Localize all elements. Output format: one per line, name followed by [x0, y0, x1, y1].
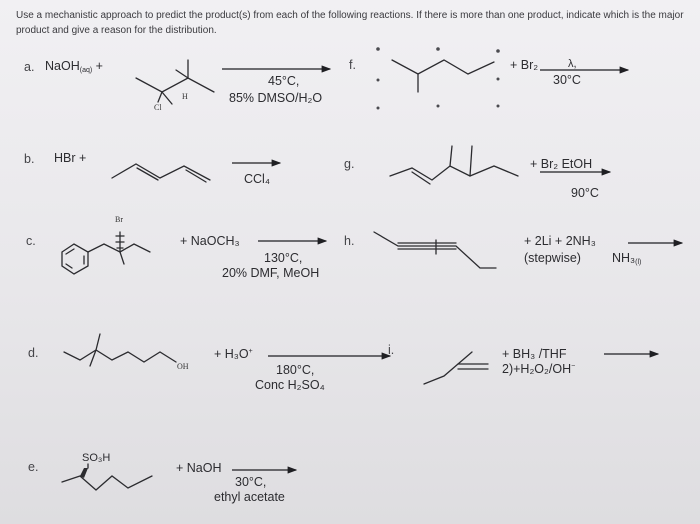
reaction-i-reagent: + BH₃ /THF: [502, 347, 567, 361]
reaction-c-atom-br: Br: [115, 215, 123, 224]
reaction-d-condition-temp: 180°C,: [276, 363, 315, 377]
reaction-a-reagent: NaOH(aq) +: [45, 59, 103, 74]
reaction-e-label: e.: [28, 460, 39, 474]
reaction-e-condition-temp: 30°C,: [235, 475, 267, 489]
reaction-d-structure: [63, 333, 177, 367]
reaction-h-structure: [373, 231, 497, 269]
reaction-e-structure: [61, 463, 153, 491]
reaction-e-atom-so3h: SO₃H: [82, 452, 111, 464]
reaction-f-above-arrow: λ,: [568, 58, 577, 70]
reaction-b-reagent: HBr +: [54, 151, 87, 165]
reaction-f-label: f.: [349, 58, 356, 72]
reaction-c-label: c.: [26, 234, 36, 248]
reaction-g-condition-temp: 90°C: [571, 186, 599, 200]
reaction-a-condition-temp: 45°C,: [268, 74, 300, 88]
reaction-g-reagent: + Br₂ EtOH: [530, 157, 593, 171]
reaction-i-label: i.: [388, 343, 395, 357]
reaction-e-condition-solvent: ethyl acetate: [214, 490, 285, 504]
reaction-h-reagent: + 2Li + 2NH₃: [524, 234, 596, 248]
reaction-b-label: b.: [24, 152, 35, 166]
divider-dots: [376, 47, 500, 110]
reaction-a-structure: [135, 59, 215, 105]
reaction-h-condition-ammonia: NH₃(l): [612, 251, 642, 266]
reaction-d-condition-acid: Conc H₂SO₄: [255, 378, 325, 392]
reaction-a-atom-h: H: [182, 92, 188, 101]
reaction-f-structure: [391, 59, 495, 93]
reaction-a-label: a.: [24, 60, 35, 74]
reaction-b-structure: [111, 163, 211, 183]
reaction-f-condition-temp: 30°C: [553, 73, 581, 87]
reaction-c-condition-temp: 130°C,: [264, 251, 303, 265]
reaction-d-reagent: + H₃O+: [214, 347, 253, 361]
reaction-b-condition-solvent: CCl₄: [244, 172, 270, 186]
reaction-g-structure: [389, 145, 519, 185]
reaction-f-reagent: + Br₂: [510, 58, 539, 72]
reaction-d-atom-oh: OH: [177, 362, 189, 371]
reaction-c-condition-solvent: 20% DMF, MeOH: [222, 266, 320, 280]
reaction-c-structure: [61, 231, 151, 275]
reaction-g-label: g.: [344, 157, 355, 171]
reaction-d-label: d.: [28, 346, 39, 360]
reaction-h-label: h.: [344, 234, 355, 248]
reaction-e-reagent: + NaOH: [176, 461, 222, 475]
instructions-text: Use a mechanistic approach to predict th…: [16, 10, 684, 36]
reaction-a-condition-solvent: 85% DMSO/H₂O: [229, 91, 323, 105]
reaction-c-reagent: + NaOCH₃: [180, 234, 240, 248]
reaction-a-atom-cl: Cl: [154, 103, 162, 112]
reaction-i-structure: [423, 351, 489, 385]
reaction-h-condition-stepwise: (stepwise): [524, 251, 581, 265]
reaction-i-condition-oxidation: 2)+H₂O₂/OH−: [502, 362, 576, 376]
